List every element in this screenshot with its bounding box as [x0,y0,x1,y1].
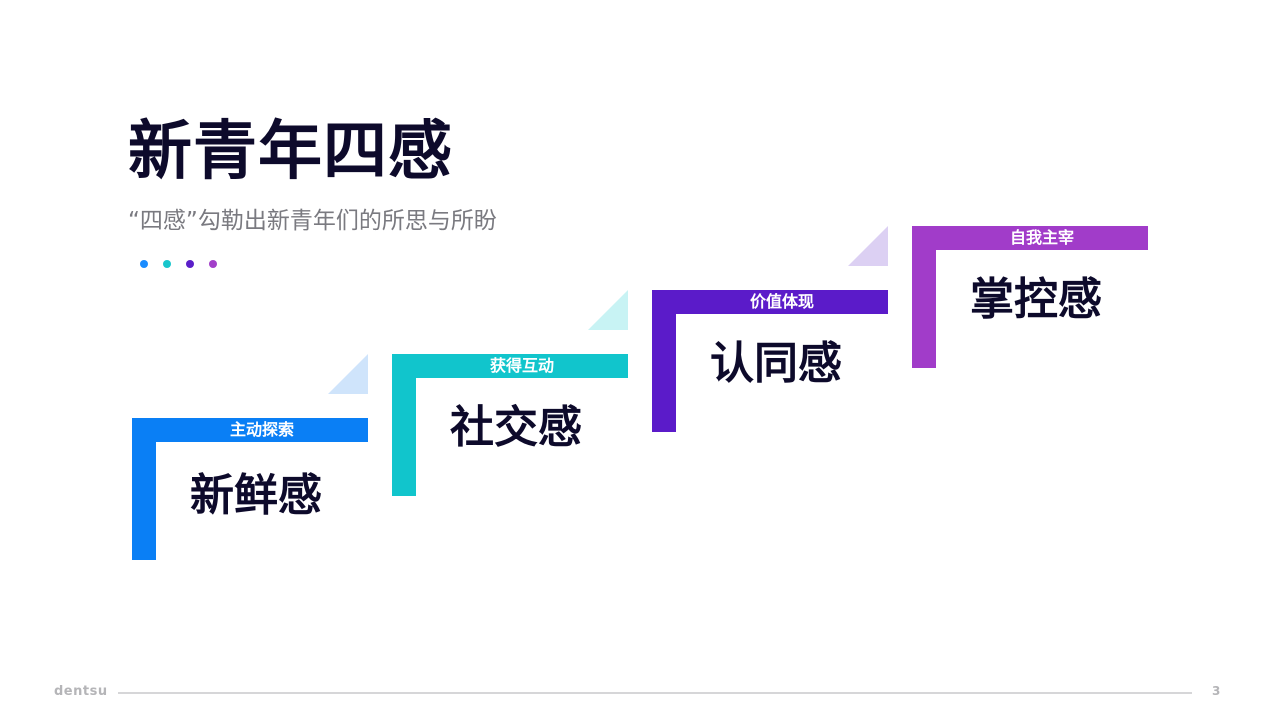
step-recognition: 价值体现 认同感 [652,226,888,432]
step-tag: 主动探索 [132,418,368,442]
step-tag: 获得互动 [392,354,628,378]
step-label: 认同感 [710,338,842,389]
footer-divider [118,692,1192,694]
step-label: 掌控感 [970,274,1102,325]
step-social: 获得互动 社交感 [392,290,628,496]
dot-1 [140,260,148,268]
step-freshness: 主动探索 新鲜感 [132,354,368,560]
dot-2 [163,260,171,268]
step-tag: 自我主宰 [912,226,1148,250]
dot-3 [186,260,194,268]
page-subtitle: “四感”勾勒出新青年们的所思与所盼 [128,208,497,234]
page-number: 3 [1212,684,1221,698]
page-title: 新青年四感 [128,115,453,189]
dot-4 [209,260,217,268]
step-label: 新鲜感 [190,470,322,521]
step-control: 自我主宰 掌控感 [912,226,1148,368]
step-label: 社交感 [450,402,582,453]
footer-brand-logo: dentsu [54,684,108,699]
step-corner-triangle [328,354,368,394]
step-tag: 价值体现 [652,290,888,314]
step-corner-triangle [848,226,888,266]
step-corner-triangle [588,290,628,330]
